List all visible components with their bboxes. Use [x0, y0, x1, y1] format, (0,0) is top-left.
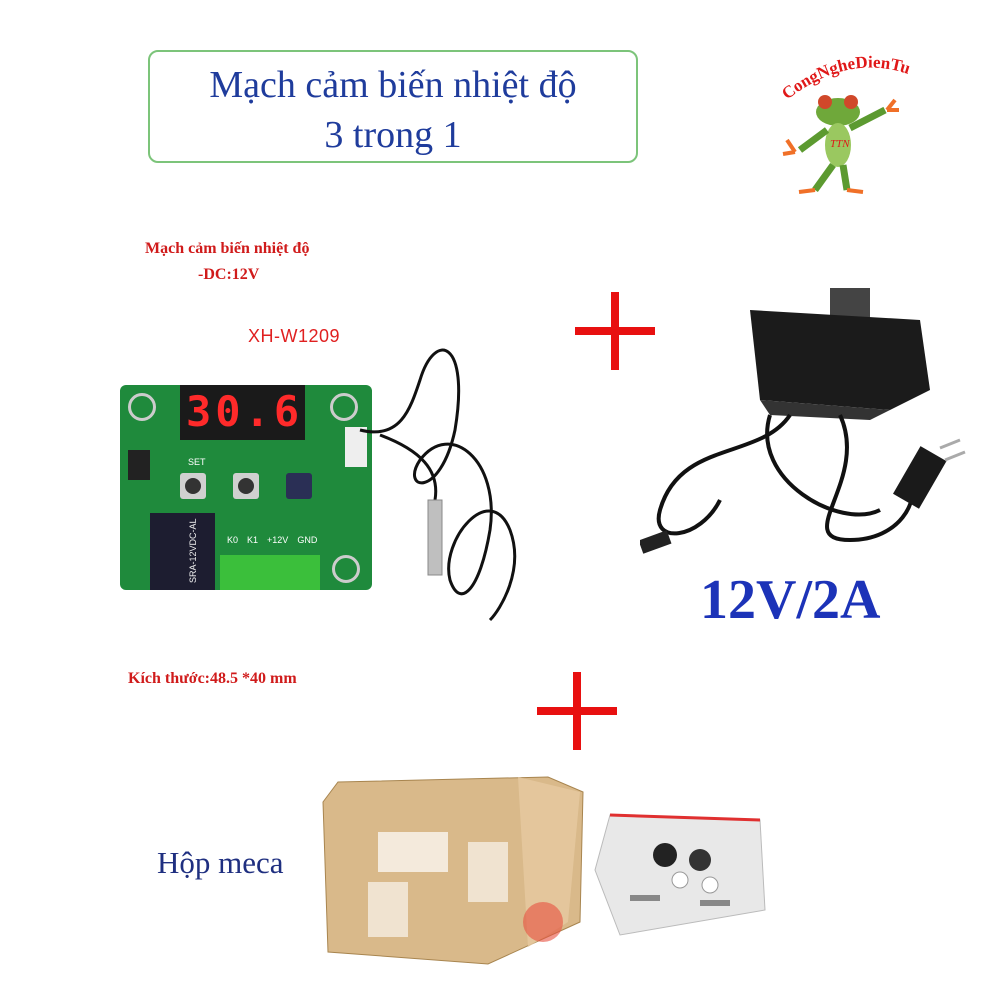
- plus-icon: [537, 672, 617, 750]
- board-size: Kích thước:48.5 *40 mm: [128, 670, 297, 687]
- logo-text: CongNgheDienTu: [778, 52, 913, 103]
- title-line-2: 3 trong 1: [324, 114, 462, 156]
- terminal-labels: K0 K1 +12V GND: [227, 535, 317, 545]
- relay-label: SRA-12VDC-AL: [188, 518, 198, 583]
- logo-sub: TTN: [830, 138, 850, 150]
- adapter-spec: 12V/2A: [700, 569, 881, 631]
- terminal-k1: K1: [247, 535, 259, 545]
- set-label: SET: [188, 457, 206, 467]
- plus-icon: [575, 292, 655, 370]
- board-caption: Mạch cảm biến nhiệt độ: [145, 240, 310, 257]
- case-label: Hộp meca: [157, 845, 284, 880]
- led-display: 30.6: [186, 387, 304, 436]
- board-model: XH-W1209: [248, 326, 341, 346]
- screw-terminal: [220, 555, 320, 590]
- minus-button: [286, 473, 312, 499]
- screws-bag: [594, 813, 766, 936]
- plus-button: [233, 473, 259, 499]
- set-button: [180, 473, 206, 499]
- board-voltage: -DC:12V: [198, 266, 260, 283]
- logo: CongNgheDienTu TTN: [775, 40, 965, 200]
- acrylic-case: [322, 776, 584, 965]
- terminal-k0: K0: [227, 535, 239, 545]
- title-box: Mạch cảm biến nhiệt độ 3 trong 1: [148, 50, 638, 163]
- thermostat-board: 30.6 SET SRA-12VDC-AL K0 K1 +12V GND: [120, 385, 372, 590]
- frog-logo-icon: CongNgheDienTu TTN: [778, 52, 913, 194]
- power-adapter: [640, 288, 966, 554]
- relay: SRA-12VDC-AL: [150, 513, 215, 590]
- title-line-1: Mạch cảm biến nhiệt độ: [209, 64, 577, 106]
- terminal-12v: +12V: [267, 535, 289, 545]
- terminal-gnd: GND: [297, 535, 318, 545]
- svg-text:CongNgheDienTu: CongNgheDienTu: [778, 52, 913, 103]
- temperature-probe: [359, 348, 517, 622]
